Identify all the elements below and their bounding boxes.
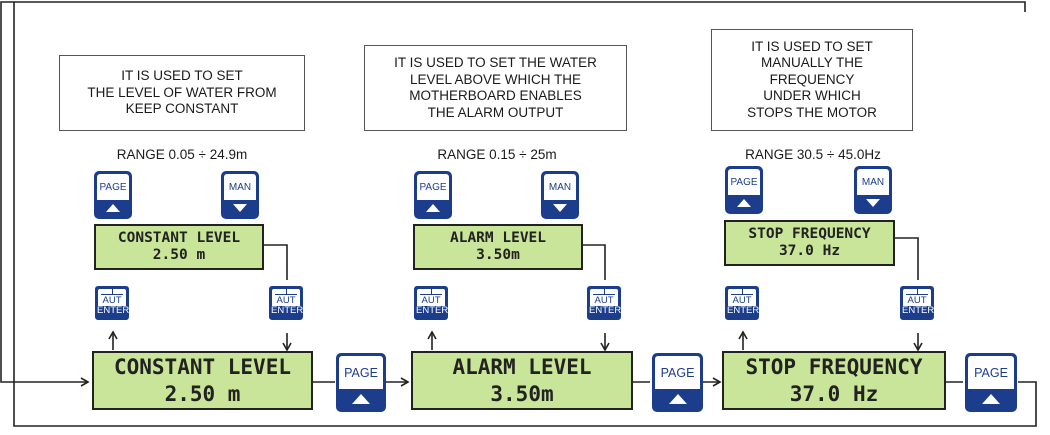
alarm-level-edit-display: ALARM LEVEL 3.50m xyxy=(413,224,583,270)
display-value: 3.50m xyxy=(490,381,554,406)
page-button-2[interactable]: PAGE xyxy=(652,353,703,412)
display-title: CONSTANT LEVEL xyxy=(117,230,241,246)
page-label: PAGE xyxy=(728,169,760,196)
alarm-level-display: ALARM LEVEL 3.50m xyxy=(411,351,633,410)
triangle-down-icon xyxy=(553,204,567,212)
enter-label: ENTER xyxy=(416,305,449,316)
aut-label: AUT xyxy=(728,289,756,306)
triangle-up-icon xyxy=(426,204,440,212)
page-label: PAGE xyxy=(968,356,1014,389)
display-value: 37.0 Hz xyxy=(789,381,879,406)
triangle-up-icon xyxy=(982,394,1000,404)
aut-enter-button-right[interactable]: AUT ENTER xyxy=(587,286,621,320)
constant-level-display: CONSTANT LEVEL 2.50 m xyxy=(92,351,313,410)
display-title: CONSTANT LEVEL xyxy=(113,354,291,379)
enter-label: ENTER xyxy=(727,305,760,316)
aut-enter-button-left[interactable]: AUT ENTER xyxy=(725,286,759,320)
aut-label: AUT xyxy=(903,289,931,306)
constant-level-edit-display: CONSTANT LEVEL 2.50 m xyxy=(94,224,264,270)
enter-label: ENTER xyxy=(97,305,130,316)
enter-label: ENTER xyxy=(271,305,304,316)
description-text: IT IS USED TO SET MANUALLY THE FREQUENCY… xyxy=(747,38,877,120)
aut-enter-button-left[interactable]: AUT ENTER xyxy=(414,286,448,320)
aut-label: AUT xyxy=(417,289,445,306)
loop-top-line xyxy=(0,1,1026,387)
triangle-down-icon xyxy=(233,204,247,212)
alarm-level-range: RANGE 0.15 ÷ 25m xyxy=(437,147,557,162)
aut-label: AUT xyxy=(272,289,300,306)
alarm-level-description: IT IS USED TO SET THE WATER LEVEL ABOVE … xyxy=(364,45,627,131)
triangle-up-icon xyxy=(352,394,370,404)
display-title: STOP FREQUENCY xyxy=(748,226,871,242)
man-down-button[interactable]: MAN xyxy=(541,171,579,219)
description-text: IT IS USED TO SET THE LEVEL OF WATER FRO… xyxy=(87,68,277,117)
page-button-1[interactable]: PAGE xyxy=(336,353,386,412)
man-label: MAN xyxy=(544,174,576,201)
constant-level-range: RANGE 0.05 ÷ 24.9m xyxy=(116,147,248,162)
triangle-up-icon xyxy=(737,199,751,207)
aut-enter-button-right[interactable]: AUT ENTER xyxy=(269,286,303,320)
page-button-3[interactable]: PAGE xyxy=(965,353,1017,412)
stop-frequency-description: IT IS USED TO SET MANUALLY THE FREQUENCY… xyxy=(711,29,913,131)
aut-enter-button-left[interactable]: AUT ENTER xyxy=(95,286,129,320)
page-label: PAGE xyxy=(655,356,700,389)
man-down-button[interactable]: MAN xyxy=(854,166,892,214)
enter-label: ENTER xyxy=(589,305,622,316)
triangle-up-icon xyxy=(668,394,687,404)
triangle-up-icon xyxy=(106,204,120,212)
stop-frequency-edit-display: STOP FREQUENCY 37.0 Hz xyxy=(724,220,895,266)
display-title: ALARM LEVEL xyxy=(452,354,592,379)
stop-frequency-display: STOP FREQUENCY 37.0 Hz xyxy=(722,351,946,410)
constant-level-description: IT IS USED TO SET THE LEVEL OF WATER FRO… xyxy=(59,55,305,131)
display-value: 2.50 m xyxy=(152,247,206,263)
display-value: 37.0 Hz xyxy=(778,243,841,259)
page-label: PAGE xyxy=(339,356,383,389)
display-title: STOP FREQUENCY xyxy=(745,354,923,379)
aut-label: AUT xyxy=(590,289,618,306)
stop-frequency-range: RANGE 30.5 ÷ 45.0Hz xyxy=(745,147,881,162)
triangle-down-icon xyxy=(866,199,880,207)
description-text: IT IS USED TO SET THE WATER LEVEL ABOVE … xyxy=(394,55,597,120)
display-value: 3.50m xyxy=(476,247,520,263)
man-label: MAN xyxy=(224,174,256,201)
enter-label: ENTER xyxy=(902,305,935,316)
display-title: ALARM LEVEL xyxy=(449,230,547,246)
page-label: PAGE xyxy=(97,174,129,201)
display-value: 2.50 m xyxy=(164,381,241,406)
aut-enter-button-right[interactable]: AUT ENTER xyxy=(900,286,934,320)
page-up-button[interactable]: PAGE xyxy=(725,166,763,214)
page-up-button[interactable]: PAGE xyxy=(414,171,452,219)
page-up-button[interactable]: PAGE xyxy=(94,171,132,219)
man-down-button[interactable]: MAN xyxy=(221,171,259,219)
page-label: PAGE xyxy=(417,174,449,201)
aut-label: AUT xyxy=(98,289,126,306)
man-label: MAN xyxy=(857,169,889,196)
loop-bottom-line xyxy=(13,2,1037,427)
